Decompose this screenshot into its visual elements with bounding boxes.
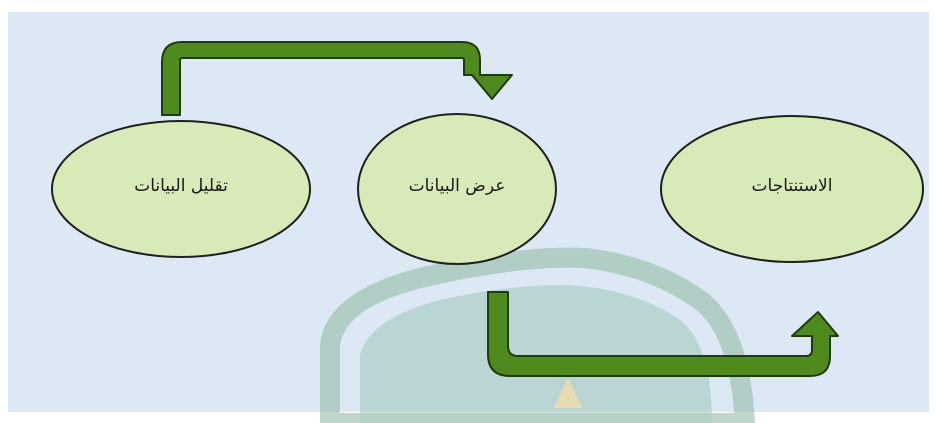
watermark-logo (320, 247, 756, 423)
arrow-reduction-to-display (161, 41, 513, 116)
node-label-data-reduction: تقليل البيانات (134, 176, 228, 196)
node-conclusions (660, 115, 924, 263)
node-label-data-display: عرض البيانات (408, 176, 506, 196)
node-data-reduction (51, 120, 311, 258)
node-label-conclusions: الاستنتاجات (751, 176, 833, 196)
arrow-display-to-conclusions-shape (487, 291, 839, 377)
node-data-display (357, 113, 557, 265)
